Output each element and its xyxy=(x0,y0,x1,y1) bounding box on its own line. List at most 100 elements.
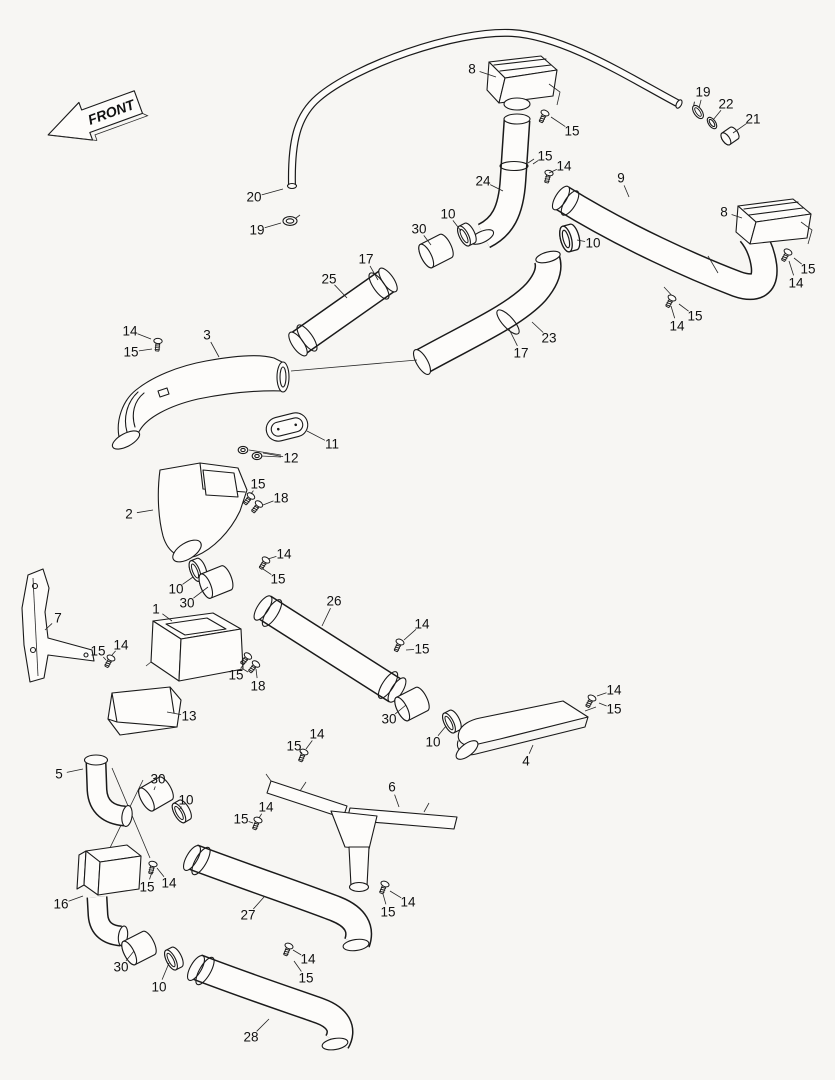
callout-14-label: 14 xyxy=(400,895,416,910)
leader-line xyxy=(405,649,415,651)
callout-14-label: 14 xyxy=(161,876,177,891)
leader-line xyxy=(262,500,274,506)
part-28-pipe xyxy=(186,954,354,1051)
leader-line xyxy=(264,222,282,229)
leader-line xyxy=(138,348,153,352)
leader-line xyxy=(793,257,802,265)
leader-line xyxy=(596,692,607,697)
leader-line xyxy=(136,509,154,514)
leader-line xyxy=(306,430,326,441)
callout-11-label: 11 xyxy=(325,437,339,452)
leader-line xyxy=(248,821,254,824)
part-11-cover xyxy=(265,412,309,442)
leader-line xyxy=(576,239,586,242)
callout-15-label: 15 xyxy=(564,124,579,139)
part-7-bracket xyxy=(21,568,95,683)
leader-line xyxy=(255,668,258,679)
part-8-intake-right xyxy=(735,198,813,245)
callout-15-label: 15 xyxy=(139,880,154,895)
callout-15-label: 15 xyxy=(123,345,138,360)
leader-line xyxy=(528,744,534,754)
leader-line xyxy=(156,867,165,878)
callout-18-label: 18 xyxy=(273,491,288,506)
leader-line xyxy=(598,702,607,707)
leader-line xyxy=(531,321,544,333)
leader-line xyxy=(103,656,107,661)
leader-line xyxy=(670,305,676,319)
part-8-intake-left xyxy=(486,55,561,111)
callout-8-label: 8 xyxy=(720,205,728,220)
callout-17-label: 17 xyxy=(358,252,373,267)
leader-line xyxy=(394,704,407,715)
leader-line xyxy=(66,768,84,773)
part-16-duct xyxy=(76,844,142,947)
part-1-plenum xyxy=(145,612,249,682)
callout-19-label: 19 xyxy=(695,85,710,100)
leader-line xyxy=(712,109,722,121)
leader-line xyxy=(732,123,747,134)
callout-4-label: 4 xyxy=(522,754,530,769)
leader-line xyxy=(788,260,794,276)
leader-line xyxy=(394,794,400,808)
leader-line xyxy=(423,235,432,246)
callout-14-label: 14 xyxy=(414,617,430,632)
leader-line xyxy=(321,608,331,627)
callout-20-label: 20 xyxy=(246,190,261,205)
leader-line xyxy=(161,962,170,980)
callout-9-label: 9 xyxy=(617,171,625,186)
leader-line xyxy=(44,623,53,631)
callout-15-label: 15 xyxy=(380,905,395,920)
leader-line xyxy=(532,160,539,165)
leader-line xyxy=(267,556,277,560)
callout-3-label: 3 xyxy=(203,328,211,343)
callout-30-label: 30 xyxy=(179,596,194,611)
callout-14-label: 14 xyxy=(556,159,572,174)
callout-2-label: 2 xyxy=(125,507,133,522)
leader-line xyxy=(182,576,194,585)
part-4-duct xyxy=(455,700,597,760)
ring-22-icon xyxy=(706,116,718,130)
callout-15-label: 15 xyxy=(414,642,429,657)
leader-lines xyxy=(44,71,802,1032)
callout-30-label: 30 xyxy=(411,222,426,237)
callout-14-label: 14 xyxy=(606,683,622,698)
leader-line xyxy=(678,303,689,312)
part-2-duct xyxy=(157,462,248,563)
callout-14-label: 14 xyxy=(276,547,292,562)
callout-14-label: 14 xyxy=(113,638,129,653)
callout-14-label: 14 xyxy=(788,276,804,291)
clamp-19-left-icon xyxy=(282,214,301,226)
leader-line xyxy=(479,71,497,78)
callout-17-label: 17 xyxy=(513,346,528,361)
callout-10-label: 10 xyxy=(151,980,166,995)
callout-15-label: 15 xyxy=(233,812,248,827)
part-26-pipe xyxy=(253,595,407,703)
part-3-duct xyxy=(111,355,418,450)
leader-line xyxy=(452,220,462,232)
callout-15-label: 15 xyxy=(800,262,815,277)
callout-8-label: 8 xyxy=(468,62,476,77)
callout-15-label: 15 xyxy=(606,702,621,717)
part-9-pipe xyxy=(551,185,778,301)
callout-14-label: 14 xyxy=(669,319,685,334)
part-27-pipe xyxy=(182,844,373,952)
callout-19-label: 19 xyxy=(249,223,264,238)
callout-30-label: 30 xyxy=(381,712,396,727)
callout-15-label: 15 xyxy=(250,477,265,492)
callout-6-label: 6 xyxy=(388,780,396,795)
leader-line xyxy=(623,185,630,198)
leader-line xyxy=(153,786,156,791)
callout-10-label: 10 xyxy=(168,582,183,597)
leader-line xyxy=(437,725,447,737)
callout-30-label: 30 xyxy=(150,772,165,787)
callout-15-label: 15 xyxy=(228,668,243,683)
leader-line xyxy=(369,265,379,281)
leader-line xyxy=(550,116,566,127)
leader-line xyxy=(125,950,135,962)
leader-line xyxy=(508,328,518,346)
callout-15-label: 15 xyxy=(270,572,285,587)
callout-5-label: 5 xyxy=(55,767,63,782)
callout-27-label: 27 xyxy=(240,908,255,923)
